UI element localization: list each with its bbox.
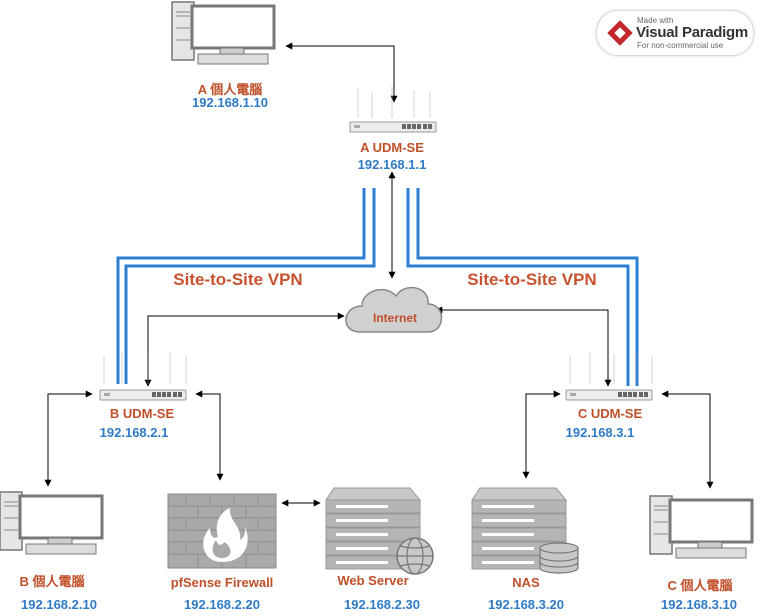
cloud-icon — [345, 286, 443, 333]
firewall-icon — [167, 493, 277, 569]
link-router-c-pc-c — [661, 390, 714, 489]
link-router-b-firewall — [195, 390, 224, 481]
link-router-b-pc-b — [44, 390, 93, 487]
router-a-name: A UDM-SE — [360, 140, 424, 155]
vpn-right-label: Site-to-Site VPN — [467, 270, 597, 289]
router-icon — [349, 86, 437, 133]
badge-made-with: Made with — [637, 16, 674, 25]
pc-a-name: A 個人電腦 — [197, 82, 263, 97]
link-internet-router-c — [435, 306, 612, 387]
visual-paradigm-logo-icon — [607, 20, 633, 46]
pc-a-ip: 192.168.1.10 — [192, 95, 268, 110]
router-icon — [99, 352, 187, 401]
router-b-name: B UDM-SE — [109, 406, 175, 421]
webserver-ip: 192.168.2.30 — [344, 597, 420, 612]
firewall-name: pfSense Firewall — [170, 575, 274, 590]
desktop-computer-icon — [649, 495, 754, 559]
router-a-ip: 192.168.1.1 — [357, 157, 427, 172]
router-b-ip: 192.168.2.1 — [99, 425, 169, 440]
pc-b-name: B 個人電腦 — [19, 574, 85, 589]
nas-icon — [471, 487, 579, 574]
router-icon — [565, 352, 653, 401]
nas-name: NAS — [512, 575, 540, 590]
router-c-name: C UDM-SE — [577, 406, 643, 421]
internet-label: Internet — [372, 311, 417, 325]
pc-c-ip: 192.168.3.10 — [661, 597, 737, 612]
router-c-ip: 192.168.3.1 — [565, 425, 635, 440]
webserver-name: Web Server — [337, 573, 409, 588]
vpn-tunnel-left — [116, 188, 376, 384]
badge-brand: Visual Paradigm — [636, 24, 748, 41]
visual-paradigm-badge: Made with Visual Paradigm For non-commer… — [596, 10, 754, 56]
pc-b-ip: 192.168.2.10 — [21, 597, 97, 612]
link-router-c-nas — [522, 390, 561, 479]
pc-c-name: C 個人電腦 — [667, 578, 733, 593]
link-pc-a-router-a — [285, 42, 398, 103]
connections — [44, 42, 714, 507]
vpn-left-label: Site-to-Site VPN — [173, 270, 303, 289]
firewall-ip: 192.168.2.20 — [184, 597, 260, 612]
nas-ip: 192.168.3.20 — [488, 597, 564, 612]
desktop-computer-icon — [0, 491, 104, 555]
link-router-b-internet — [144, 312, 345, 387]
vpn-tunnel-right — [406, 188, 639, 386]
web-server-icon — [325, 487, 434, 575]
badge-license: For non-commercial use — [637, 41, 724, 50]
desktop-computer-icon — [171, 1, 276, 65]
